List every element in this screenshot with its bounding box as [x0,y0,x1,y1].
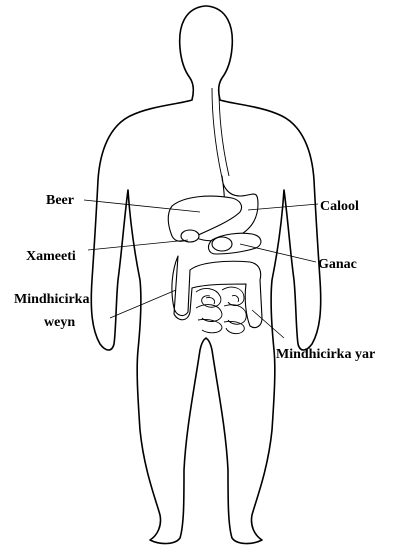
label-pancreas: Ganac [318,257,357,272]
label-stomach: Calool [320,199,359,214]
label-large-intestine-line1: Mindhicirka [14,292,89,307]
leader-gallbladder [88,240,188,250]
label-small-intestine: Mindhicirka yar [276,347,375,362]
label-large-intestine-line2: weyn [44,315,75,330]
pancreas-head [212,237,232,251]
leader-large-intestine [110,290,176,318]
label-liver: Beer [46,193,74,208]
label-gallbladder: Xameeti [26,249,76,264]
esophagus [212,88,222,178]
small-intestine-coils [196,287,246,333]
